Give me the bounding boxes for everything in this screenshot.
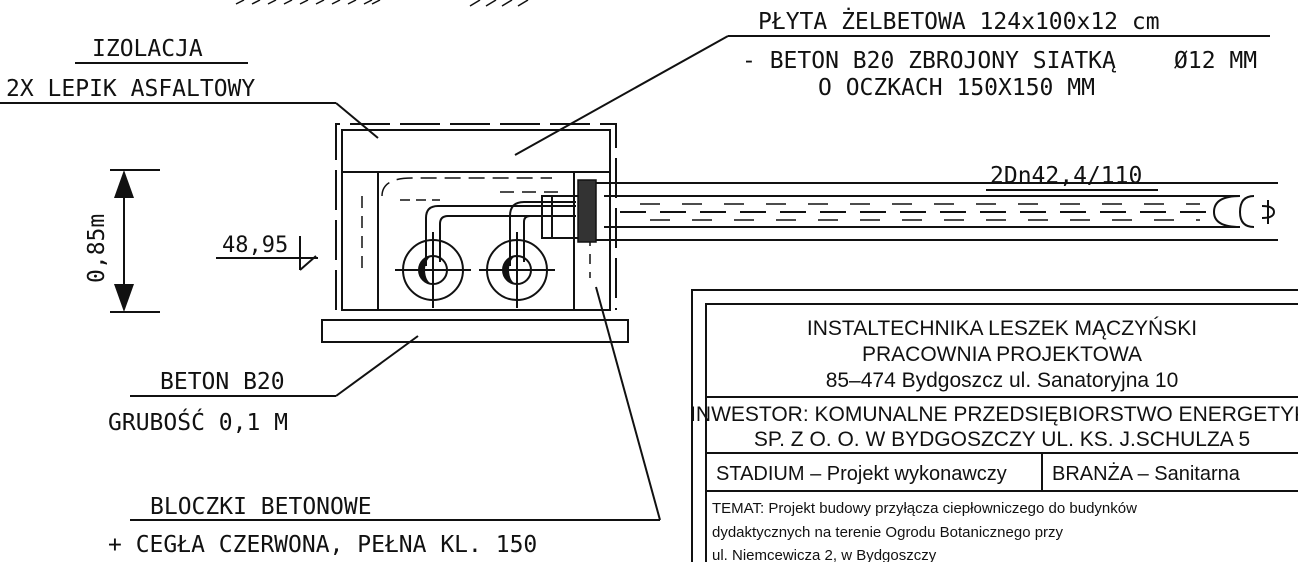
slab-desc-2: O OCZKACH 150X150 MM: [818, 75, 1095, 101]
title-block: [691, 289, 1298, 562]
height-dimension: [110, 169, 160, 313]
topic-line-3: ul. Niemcewicza 2, w Bydgoszczy: [712, 547, 937, 562]
investor-line-2: SP. Z O. O. W BYDGOSZCZY UL. KS. J.SCHUL…: [754, 428, 1250, 451]
base-desc: GRUBOŚĆ 0,1 M: [108, 408, 288, 436]
investor-line-1: INWESTOR: KOMUNALNE PRZEDSIĘBIORSTWO ENE…: [690, 403, 1298, 426]
insulation-desc: 2X LEPIK ASFALTOWY: [6, 76, 255, 102]
slab-rebar: Ø12 MM: [1174, 48, 1257, 74]
wall-penetration: [577, 179, 597, 243]
height-dimension-label: 0,85m: [84, 214, 110, 283]
pipe-fill-right: [503, 256, 517, 284]
base-title: BETON B20: [160, 369, 285, 395]
pipes: [395, 195, 591, 308]
pipe-fill-left: [419, 256, 433, 284]
topic-line-1: TEMAT: Projekt budowy przyłącza ciepłown…: [712, 500, 1137, 517]
pipe-run: [596, 182, 1278, 241]
stage-cell: STADIUM – Projekt wykonawczy: [716, 463, 1007, 485]
pipe-label: 2Dn42,4/110: [990, 163, 1142, 189]
slab-title: PŁYTA ŻELBETOWA 124x100x12 cm: [758, 7, 1160, 35]
slab-desc-1: - BETON B20 ZBROJONY SIATKĄ: [742, 48, 1117, 74]
branch-cell: BRANŻA – Sanitarna: [1052, 462, 1241, 485]
topic-line-2: dydaktycznych na terenie Ogrodu Botanicz…: [712, 524, 1064, 541]
elevation-marker: [216, 236, 318, 271]
walls-desc: + CEGŁA CZERWONA, PEŁNA KL. 150: [108, 532, 537, 558]
elevation-label: 48,95: [222, 233, 288, 258]
company-address: 85–474 Bydgoszcz ul. Sanatoryjna 10: [826, 369, 1179, 392]
insulation-title: IZOLACJA: [92, 36, 203, 62]
company-name: INSTALTECHNIKA LESZEK MĄCZYŃSKI: [807, 317, 1197, 340]
walls-title: BLOCZKI BETONOWE: [150, 494, 372, 520]
company-office: PRACOWNIA PROJEKTOWA: [862, 343, 1142, 366]
